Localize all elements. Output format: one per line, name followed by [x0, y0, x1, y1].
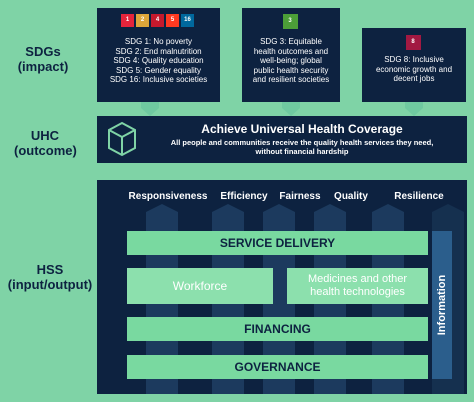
sdg-4-tile-icon: 4 — [151, 14, 164, 27]
medicines-band: Medicines and other health technologies — [287, 268, 428, 304]
sdg-box-8-line: SDG 8: Inclusive — [384, 55, 444, 64]
sdg-5-tile-icon: 5 — [166, 14, 179, 27]
connector-arrow-2 — [282, 101, 300, 116]
sdg-box-8-line: economic growth and — [375, 64, 453, 74]
service-delivery-band: SERVICE DELIVERY — [127, 231, 428, 255]
sdg-box-8-tiles: 8 — [362, 35, 466, 50]
uhc-banner: Achieve Universal Health Coverage All pe… — [97, 116, 467, 163]
sdg-16-tile-icon: 16 — [181, 14, 194, 27]
hss-label-line1: HSS — [36, 262, 64, 277]
uhc-label: UHC (outcome) — [14, 128, 77, 158]
information-label: Information — [436, 274, 448, 336]
financing-band: FINANCING — [127, 317, 428, 341]
sdg-box-3-line: health outcomes and — [253, 46, 329, 56]
uhc-title: Achieve Universal Health Coverage — [201, 122, 403, 136]
uhc-label-line1: UHC — [30, 128, 60, 143]
sdg-2-tile-icon: 2 — [136, 14, 149, 27]
sdg-box-3-tiles: 3 — [242, 14, 340, 29]
sdgs-label: SDGs (impact) — [8, 44, 78, 74]
sdg-1-tile-icon: 1 — [121, 14, 134, 27]
sdg-box-3-line: public health security — [253, 65, 329, 75]
sdg-box-1-line: SDG 1: No poverty — [124, 37, 193, 46]
sdg-box-1-line: SDG 16: Inclusive societies — [109, 75, 208, 84]
sdg-box-3-line: well-being; global — [260, 56, 322, 65]
sdg-box-1-line: SDG 5: Gender equality — [116, 65, 201, 75]
medicines-band-line: health technologies — [310, 286, 405, 298]
sdg-box-3-line: and resilient societies — [252, 75, 330, 84]
uhc-subtitle-line: without financial hardship — [255, 147, 349, 156]
cube-icon — [108, 121, 136, 157]
uhc-label-line2: (outcome) — [14, 143, 77, 158]
pillar-efficiency: Efficiency — [220, 191, 268, 202]
sdg-box-3: 3 SDG 3: Equitable health outcomes and w… — [242, 8, 340, 102]
hss-label: HSS (input/output) — [4, 262, 96, 292]
pillar-responsiveness: Responsiveness — [128, 191, 208, 202]
information-band: Information — [432, 231, 452, 379]
connector-arrow-3 — [405, 101, 423, 116]
sdgs-label-line1: SDGs — [25, 44, 61, 59]
sdg-box-8: 8 SDG 8: Inclusive economic growth and d… — [362, 28, 466, 102]
sdg-8-tile-icon: 8 — [405, 35, 421, 50]
sdg-box-1-line: SDG 4: Quality education — [113, 56, 204, 65]
pillar-fairness: Fairness — [279, 191, 321, 202]
pillar-resilience: Resilience — [394, 191, 444, 202]
pillar-quality: Quality — [334, 191, 368, 202]
sdg-box-3-line: SDG 3: Equitable — [260, 37, 322, 46]
uhc-subtitle: All people and communities receive the q… — [142, 138, 462, 156]
hss-label-line2: (input/output) — [7, 277, 93, 292]
sdg-3-tile-icon: 3 — [282, 14, 298, 29]
workforce-band: Workforce — [127, 268, 273, 304]
sdgs-label-line2: (impact) — [17, 59, 69, 74]
sdg-box-1-line: SDG 2: End malnutrition — [115, 46, 202, 56]
medicines-band-line: Medicines and other — [307, 273, 408, 285]
uhc-subtitle-line: All people and communities receive the q… — [170, 138, 434, 147]
sdg-box-8-line: decent jobs — [393, 74, 435, 83]
governance-band: GOVERNANCE — [127, 355, 428, 379]
connector-arrow-1 — [141, 101, 159, 116]
